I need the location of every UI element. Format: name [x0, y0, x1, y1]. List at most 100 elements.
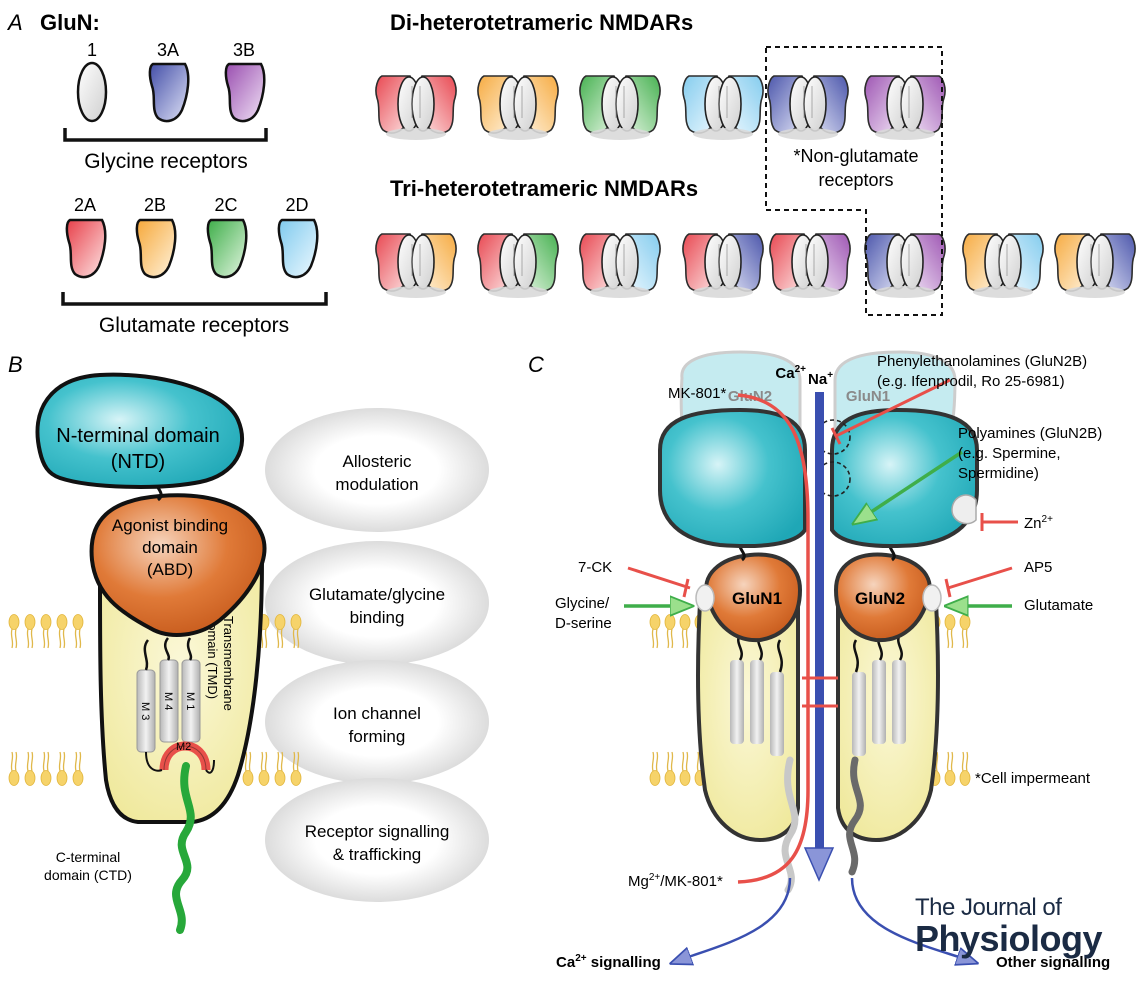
na-label: Na+: [808, 370, 833, 388]
lipid-top: [73, 615, 83, 649]
lipid-bottom: [25, 752, 35, 786]
seven-ck-inhibitor: [628, 568, 690, 597]
glun2a-subunit: [67, 220, 105, 277]
tri-tetramer: [683, 234, 763, 298]
lipid-bottom: [275, 752, 285, 786]
ap5-inhibitor: [946, 568, 1012, 597]
ctd-label-line1: C-terminal: [56, 849, 121, 865]
glutamate-label: Glutamate: [1024, 597, 1093, 614]
glutamate-bracket: [63, 292, 326, 304]
cell-impermeant-label: *Cell impermeant: [975, 770, 1091, 787]
ntd-front-left: [660, 410, 805, 546]
function-allosteric-line1: Allosteric: [343, 452, 412, 471]
tri-heterotetramer-row: [376, 234, 1135, 298]
glun2c-subunit: [208, 220, 246, 277]
abd-label-line1: Agonist binding: [112, 516, 228, 535]
subunit-label-2a: 2A: [74, 195, 96, 215]
helix-m4-label: M 4: [162, 692, 174, 710]
zn-label: Zn2+: [1024, 514, 1053, 532]
glycine-bracket: [65, 128, 266, 140]
lipid-bottom: [680, 752, 690, 786]
ca-signalling-arrow: [680, 878, 790, 960]
phenyl-label-line1: Phenylethanolamines (GluN2B): [877, 353, 1087, 370]
zn-site: [952, 495, 976, 524]
non-glutamate-label-line2: receptors: [818, 170, 893, 190]
ntd-label-line2: (NTD): [111, 451, 165, 473]
lipid-top: [680, 615, 690, 649]
ca-signalling-label: Ca2+ signalling: [556, 953, 661, 971]
panel-a-letter: A: [6, 10, 23, 35]
glycine-pocket: [696, 585, 714, 611]
lipid-bottom: [945, 752, 955, 786]
lipid-top: [945, 615, 955, 649]
ctd-label-line2: domain (CTD): [44, 867, 132, 883]
tri-tetramer: [1055, 234, 1135, 298]
tri-tetramer: [478, 234, 558, 298]
mk801-label: MK-801*: [668, 385, 727, 402]
lipid-top: [57, 615, 67, 649]
glun3b-subunit: [226, 64, 264, 121]
abd-left-label: GluN1: [732, 589, 782, 608]
function-signalling-line1: Receptor signalling: [305, 822, 450, 841]
abd-right-label: GluN2: [855, 589, 905, 608]
glun-heading: GluN:: [40, 10, 100, 35]
panel-b: B Allosteric modulation Glutamate/glycin…: [8, 352, 489, 930]
function-allosteric-line2: modulation: [335, 475, 418, 494]
helix-m1-label: M 1: [184, 692, 196, 710]
glun2b-subunit: [137, 220, 175, 277]
di-tetramer: [683, 76, 763, 140]
lipid-top: [41, 615, 51, 649]
lipid-top: [9, 615, 19, 649]
panel-a: A GluN: 1 3A 3B Glycine receptors 2A 2B …: [6, 10, 1135, 337]
seven-ck-label: 7-CK: [578, 559, 612, 576]
glycine-receptors-label: Glycine receptors: [84, 150, 247, 173]
function-channel-line2: forming: [349, 727, 406, 746]
glun1-back-label: GluN1: [846, 388, 890, 405]
lipid-bottom: [57, 752, 67, 786]
lipid-bottom: [9, 752, 19, 786]
glutamate-pocket: [923, 585, 941, 611]
function-channel-line1: Ion channel: [333, 704, 421, 723]
subunit-label-2b: 2B: [144, 195, 166, 215]
lipid-bottom: [665, 752, 675, 786]
function-binding-line2: binding: [350, 608, 405, 627]
subunit-label-3a: 3A: [157, 40, 179, 60]
ap5-label: AP5: [1024, 559, 1052, 576]
ion-channel-bar: [815, 392, 824, 854]
poly-label-line2: (e.g. Spermine,: [958, 445, 1061, 462]
ntd-front-right: [832, 410, 977, 546]
tri-tetramer: [580, 234, 660, 298]
journal-logo: The Journal of Physiology: [915, 895, 1102, 957]
di-tetramer: [478, 76, 558, 140]
lipid-top: [25, 615, 35, 649]
mg-mk801-label: Mg2+/MK-801*: [628, 872, 723, 890]
abd-label-line3: (ABD): [147, 560, 193, 579]
lipid-bottom: [259, 752, 269, 786]
glun2d-subunit: [279, 220, 317, 277]
lipid-top: [960, 615, 970, 649]
tri-tetramer: [770, 234, 850, 298]
ca-label: Ca2+: [775, 364, 806, 382]
glun1-subunit: [78, 63, 106, 121]
di-tetramer: [376, 76, 456, 140]
lipid-bottom: [73, 752, 83, 786]
poly-label-line3: Spermidine): [958, 465, 1039, 482]
di-tetramer: [768, 76, 848, 140]
panel-c: C GluN2 GluN1 GluN1 GluN2: [528, 352, 1110, 971]
glun3a-subunit: [150, 64, 188, 121]
di-tetramer: [580, 76, 660, 140]
tri-tetramer: [963, 234, 1043, 298]
lipid-top: [650, 615, 660, 649]
tmd-label-line1: Transmembrane: [221, 616, 236, 711]
lipid-top: [665, 615, 675, 649]
ion-channel-arrowhead: [805, 848, 833, 880]
poly-label-line1: Polyamines (GluN2B): [958, 425, 1102, 442]
zn-inhibitor: [982, 513, 1018, 531]
helix-m2-label: M2: [176, 741, 191, 753]
function-signalling-line2: & trafficking: [333, 845, 422, 864]
lipid-bottom: [960, 752, 970, 786]
lipid-bottom: [650, 752, 660, 786]
helix-m3-label: M 3: [139, 702, 151, 720]
phenyl-label-line2: (e.g. Ifenprodil, Ro 25-6981): [877, 373, 1065, 390]
